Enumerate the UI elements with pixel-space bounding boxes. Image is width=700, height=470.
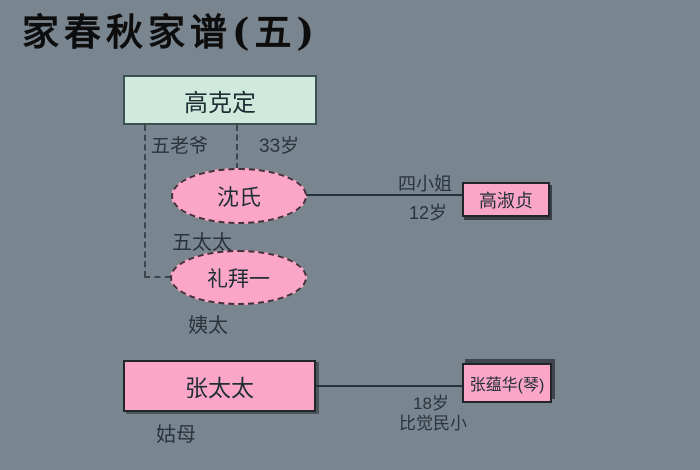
node-zhangyunhua-label: 张蕴华(琴) — [469, 377, 545, 394]
node-libaiyi-label: 礼拜一 — [207, 267, 270, 291]
label-gaokeding-role: 五老爷 — [151, 136, 209, 157]
dashed-connector-gaokeding-shenshi — [236, 125, 238, 169]
node-gaokeding-label: 高克定 — [184, 89, 256, 117]
node-libaiyi: 礼拜一 — [170, 250, 307, 305]
node-gaokeding: 高克定 — [123, 75, 317, 125]
node-shenshi: 沈氏 — [171, 168, 307, 224]
label-zhangyunhua-note: 比觉民小 — [399, 414, 467, 433]
label-gaoshuzhen-relation: 四小姐 — [398, 174, 452, 194]
label-libaiyi-role: 姨太 — [188, 315, 228, 337]
connector-shenshi-gaoshuzhen — [306, 194, 462, 196]
node-gaoshuzhen: 高淑贞 — [462, 182, 550, 217]
label-zhangyunhua-age: 18岁 — [413, 394, 449, 413]
label-shenshi-role: 五太太 — [172, 232, 232, 254]
node-shenshi-label: 沈氏 — [216, 185, 261, 210]
label-gaokeding-age: 33岁 — [259, 136, 300, 157]
slide-title: 家春秋家谱(五) — [22, 10, 320, 54]
dashed-connector-gaokeding-libaiyi-vertical — [144, 125, 146, 277]
node-zhangyunhua: 张蕴华(琴) — [462, 363, 552, 403]
connector-zhangtaitai-zhangyunhua — [316, 385, 462, 387]
node-zhangtaitai: 张太太 — [123, 360, 316, 412]
label-gaoshuzhen-age: 12岁 — [409, 203, 448, 223]
dashed-connector-gaokeding-libaiyi-horizontal — [144, 276, 171, 278]
label-zhangtaitai-role: 姑母 — [156, 424, 196, 446]
node-gaoshuzhen-label: 高淑贞 — [479, 190, 533, 211]
node-zhangtaitai-label: 张太太 — [185, 375, 254, 401]
